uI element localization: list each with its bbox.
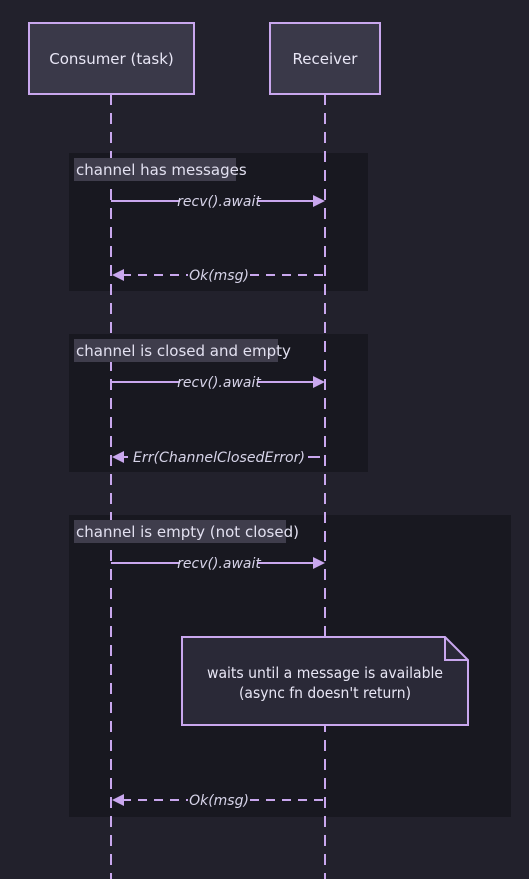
message-recv-await-1: recv().await <box>111 194 325 210</box>
message-recv-await-3: recv().await <box>111 556 325 572</box>
message-label: recv().await <box>177 556 261 572</box>
note-line: (async fn doesn't return) <box>239 684 411 702</box>
note-line: waits until a message is available <box>207 664 443 682</box>
message-ok-msg-2: Ok(msg) <box>112 793 325 809</box>
message-label: recv().await <box>177 375 261 391</box>
group-label-bg <box>74 158 236 181</box>
group-label-closed-empty: channel is closed and empty <box>76 342 291 360</box>
group-label-bg <box>74 339 278 362</box>
participant-consumer: Consumer (task) <box>28 22 195 95</box>
group-label-has-messages: channel has messages <box>76 161 247 179</box>
note-waits: waits until a message is available (asyn… <box>181 636 469 726</box>
group-label-bg <box>74 520 286 543</box>
message-recv-await-2: recv().await <box>111 375 325 391</box>
message-err-channel-closed: Err(ChannelClosedError) <box>112 450 320 466</box>
group-label-empty-not-closed: channel is empty (not closed) <box>76 523 299 541</box>
message-label: Err(ChannelClosedError) <box>133 450 305 466</box>
message-label: recv().await <box>177 194 261 210</box>
participant-consumer-label: Consumer (task) <box>49 50 174 68</box>
message-label: Ok(msg) <box>189 793 249 809</box>
message-ok-msg-1: Ok(msg) <box>112 268 325 284</box>
participant-receiver-label: Receiver <box>293 50 359 68</box>
participant-receiver: Receiver <box>269 22 381 95</box>
message-label: Ok(msg) <box>189 268 249 284</box>
